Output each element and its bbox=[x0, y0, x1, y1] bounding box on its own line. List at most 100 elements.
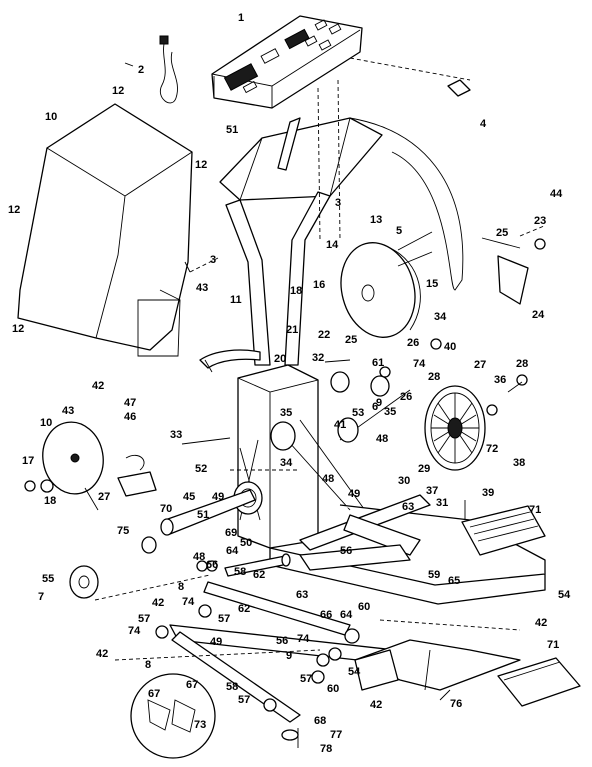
assembly-lines bbox=[94, 57, 545, 661]
pulse-sensor-cord bbox=[124, 35, 178, 104]
callout-10: 10 bbox=[45, 111, 57, 123]
callout-57: 57 bbox=[138, 613, 150, 625]
callout-67: 67 bbox=[148, 688, 160, 700]
callout-54: 54 bbox=[348, 666, 361, 678]
callout-8: 8 bbox=[145, 659, 151, 671]
callout-38: 38 bbox=[513, 457, 525, 469]
clip bbox=[447, 79, 471, 97]
callout-78: 78 bbox=[320, 743, 332, 755]
callout-50: 50 bbox=[240, 537, 252, 549]
callout-48: 48 bbox=[322, 473, 334, 485]
callout-46: 46 bbox=[124, 411, 136, 423]
callout-66: 66 bbox=[206, 559, 218, 571]
callout-15: 15 bbox=[426, 278, 438, 290]
callout-6: 6 bbox=[372, 401, 378, 413]
callout-64: 64 bbox=[226, 545, 239, 557]
callout-59: 59 bbox=[428, 569, 440, 581]
callout-72: 72 bbox=[486, 443, 498, 455]
callout-57: 57 bbox=[218, 613, 230, 625]
callout-27: 27 bbox=[474, 359, 486, 371]
callout-56: 56 bbox=[276, 635, 288, 647]
callout-65: 65 bbox=[448, 575, 460, 587]
callout-11: 11 bbox=[230, 294, 242, 306]
callout-63: 63 bbox=[402, 501, 414, 513]
callout-76: 76 bbox=[450, 698, 462, 710]
callout-14: 14 bbox=[326, 239, 339, 251]
callout-9: 9 bbox=[286, 650, 292, 662]
callout-44: 44 bbox=[550, 188, 563, 200]
callout-42: 42 bbox=[535, 617, 547, 629]
callout-9: 9 bbox=[376, 397, 382, 409]
counterweight bbox=[69, 565, 99, 599]
callout-49: 49 bbox=[348, 488, 360, 500]
callout-24: 24 bbox=[532, 309, 545, 321]
callout-25: 25 bbox=[496, 227, 508, 239]
callout-51: 51 bbox=[197, 509, 209, 521]
callout-5: 5 bbox=[396, 225, 402, 237]
callout-56: 56 bbox=[340, 545, 352, 557]
callout-35: 35 bbox=[280, 407, 292, 419]
callout-71: 71 bbox=[547, 639, 559, 651]
callout-13: 13 bbox=[370, 214, 382, 226]
callout-25: 25 bbox=[345, 334, 357, 346]
callout-61: 61 bbox=[372, 357, 384, 369]
callout-41: 41 bbox=[334, 419, 346, 431]
callout-48: 48 bbox=[193, 551, 205, 563]
callout-58: 58 bbox=[226, 681, 238, 693]
callout-45: 45 bbox=[183, 491, 195, 503]
callout-54: 54 bbox=[558, 589, 571, 601]
left-pulley-disc bbox=[42, 421, 104, 511]
callout-64: 64 bbox=[340, 609, 353, 621]
callout-74: 74 bbox=[413, 358, 426, 370]
callout-22: 22 bbox=[318, 329, 330, 341]
callout-74: 74 bbox=[128, 625, 141, 637]
callout-60: 60 bbox=[327, 683, 339, 695]
callout-69: 69 bbox=[225, 527, 237, 539]
callout-18: 18 bbox=[44, 495, 56, 507]
callout-60: 60 bbox=[358, 601, 370, 613]
callout-18: 18 bbox=[290, 285, 302, 297]
callout-20: 20 bbox=[274, 353, 286, 365]
hardware bbox=[24, 231, 546, 748]
callout-8: 8 bbox=[178, 581, 184, 593]
callout-26: 26 bbox=[407, 337, 419, 349]
handlebar-frame bbox=[219, 117, 464, 366]
callout-71: 71 bbox=[529, 504, 541, 516]
left-shroud bbox=[17, 103, 193, 357]
callout-66: 66 bbox=[320, 609, 332, 621]
callout-49: 49 bbox=[212, 491, 224, 503]
callout-40: 40 bbox=[444, 341, 456, 353]
callout-67: 67 bbox=[186, 679, 198, 691]
callout-53: 53 bbox=[352, 407, 364, 419]
callout-70: 70 bbox=[160, 503, 172, 515]
callout-1: 1 bbox=[238, 12, 244, 24]
callout-10: 10 bbox=[40, 417, 52, 429]
callout-31: 31 bbox=[436, 497, 448, 509]
callout-12: 12 bbox=[12, 323, 24, 335]
callout-2: 2 bbox=[138, 64, 144, 76]
inset-detail bbox=[130, 673, 216, 759]
callout-30: 30 bbox=[398, 475, 410, 487]
callout-34: 34 bbox=[280, 457, 293, 469]
callout-29: 29 bbox=[418, 463, 430, 475]
callout-74: 74 bbox=[182, 596, 195, 608]
callout-28: 28 bbox=[516, 358, 528, 370]
flywheel bbox=[424, 385, 486, 471]
callout-43: 43 bbox=[196, 282, 208, 294]
callout-43: 43 bbox=[62, 405, 74, 417]
callout-42: 42 bbox=[92, 380, 104, 392]
callout-51: 51 bbox=[226, 124, 238, 136]
callout-73: 73 bbox=[194, 719, 206, 731]
callout-17: 17 bbox=[22, 455, 34, 467]
callout-42: 42 bbox=[370, 699, 382, 711]
callout-55: 55 bbox=[42, 573, 54, 585]
lower-foot-bar bbox=[169, 553, 521, 723]
callout-63: 63 bbox=[296, 589, 308, 601]
callout-36: 36 bbox=[494, 374, 506, 386]
callout-28: 28 bbox=[428, 371, 440, 383]
callout-62: 62 bbox=[253, 569, 265, 581]
callout-68: 68 bbox=[314, 715, 326, 727]
bushing-75 bbox=[141, 536, 157, 554]
callout-77: 77 bbox=[330, 729, 342, 741]
